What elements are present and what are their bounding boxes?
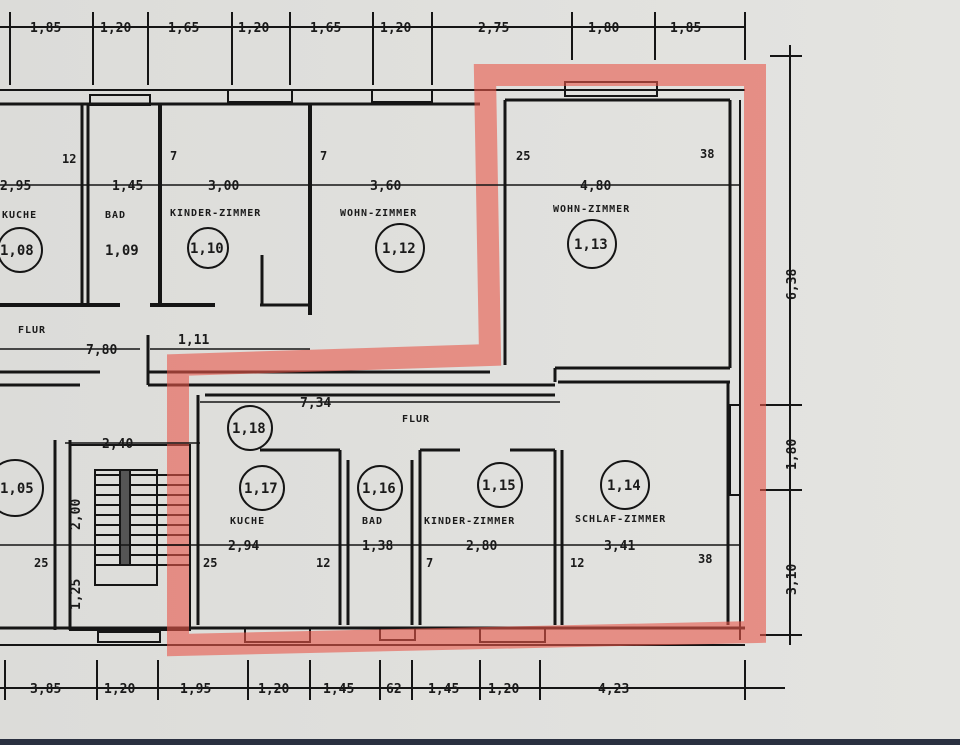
room-width: 1,38 [362,539,393,554]
wall-thickness: 7 [320,149,327,163]
room-number: 1,12 [382,241,416,257]
stair-run: 2,00 [69,499,84,530]
room-name: FLUR [18,325,46,336]
wall-thickness: 12 [62,152,76,166]
room-name: WOHN-ZIMMER [340,208,417,219]
room-number: 1,16 [362,481,396,497]
room-name: KUCHE [230,516,265,527]
dim-label: 1,85 [30,21,61,36]
room-width: 2,95 [0,179,31,194]
room-name: WOHN-ZIMMER [553,204,630,215]
bottom-border [0,739,960,745]
dim-label: 1,20 [100,21,131,36]
dim-label: 62 [386,682,402,697]
room-width: 3,60 [370,179,401,194]
room-name: BAD [362,516,383,527]
top-dimension-labels: 1,85 1,20 1,65 1,20 1,65 1,20 2,75 1,80 … [30,21,701,36]
dim-label: 1,65 [310,21,341,36]
dim-label: 1,20 [238,21,269,36]
dim-label: 3,10 [785,564,800,595]
room-name: KUCHE [2,210,37,221]
room-name: KINDER-ZIMMER [170,208,261,219]
flur-length: 7,80 [86,343,117,358]
room-number: 1,15 [482,478,516,494]
room-number: 1,09 [105,243,139,259]
wall-thickness: 38 [700,147,714,161]
interior-dimension-lines [0,184,740,546]
stair-landing: 1,25 [69,579,84,610]
wall-thickness: 25 [34,556,48,570]
room-width: 4,80 [580,179,611,194]
dim-label: 1,20 [104,682,135,697]
wall-thickness: 12 [570,556,584,570]
wall-thickness: 25 [516,149,530,163]
wall-thickness: 25 [203,556,217,570]
dim-label: 1,65 [168,21,199,36]
room-width: 7,34 [300,396,331,411]
dim-label: 1,20 [258,682,289,697]
room-number: 1,14 [607,478,641,494]
highlighted-apartment-outline [167,64,766,657]
dim-label: 1,20 [488,682,519,697]
room-number: 1,10 [190,241,224,257]
wall-thickness: 7 [426,556,433,570]
right-dimension-labels: 6,38 1,80 3,10 [785,269,800,595]
room-number: 1,18 [232,421,266,437]
room-number: 1,13 [574,237,608,253]
dim-label: 3,85 [30,682,61,697]
dim-label: 6,38 [785,269,800,300]
dim-label: 1,45 [428,682,459,697]
dim-label: 1,20 [380,21,411,36]
room-width: 2,80 [466,539,497,554]
right-dimension-line [760,45,802,645]
wall-thickness: 12 [316,556,330,570]
room-width: 3,41 [604,539,635,554]
room-number: 1,17 [244,481,278,497]
room-name: KINDER-ZIMMER [424,516,515,527]
top-dimension-line [0,12,746,85]
room-name: FLUR [402,414,430,425]
dim-label: 1,85 [670,21,701,36]
dim-label: 2,75 [478,21,509,36]
room-name: BAD [105,210,126,221]
bottom-dimension-line [0,660,785,700]
room-number: 1,08 [0,243,34,259]
dim-label: 1,95 [180,682,211,697]
stair-width: 2,40 [102,437,133,452]
room-name: SCHLAF-ZIMMER [575,514,666,525]
bottom-dimension-labels: 3,85 1,20 1,95 1,20 1,45 62 1,45 1,20 4,… [30,682,629,697]
dim-label: 1,45 [323,682,354,697]
wall-thickness: 38 [698,552,712,566]
dim-label: 1,80 [785,439,800,470]
wall-thickness: 7 [170,149,177,163]
room-width: 1,45 [112,179,143,194]
room-number-circles [0,219,650,517]
room-width: 2,94 [228,539,259,554]
room-width: 3,00 [208,179,239,194]
dim-label: 1,80 [588,21,619,36]
room-number: 1,05 [0,481,34,497]
dim-label: 4,23 [598,682,629,697]
door-width: 1,11 [178,333,209,348]
